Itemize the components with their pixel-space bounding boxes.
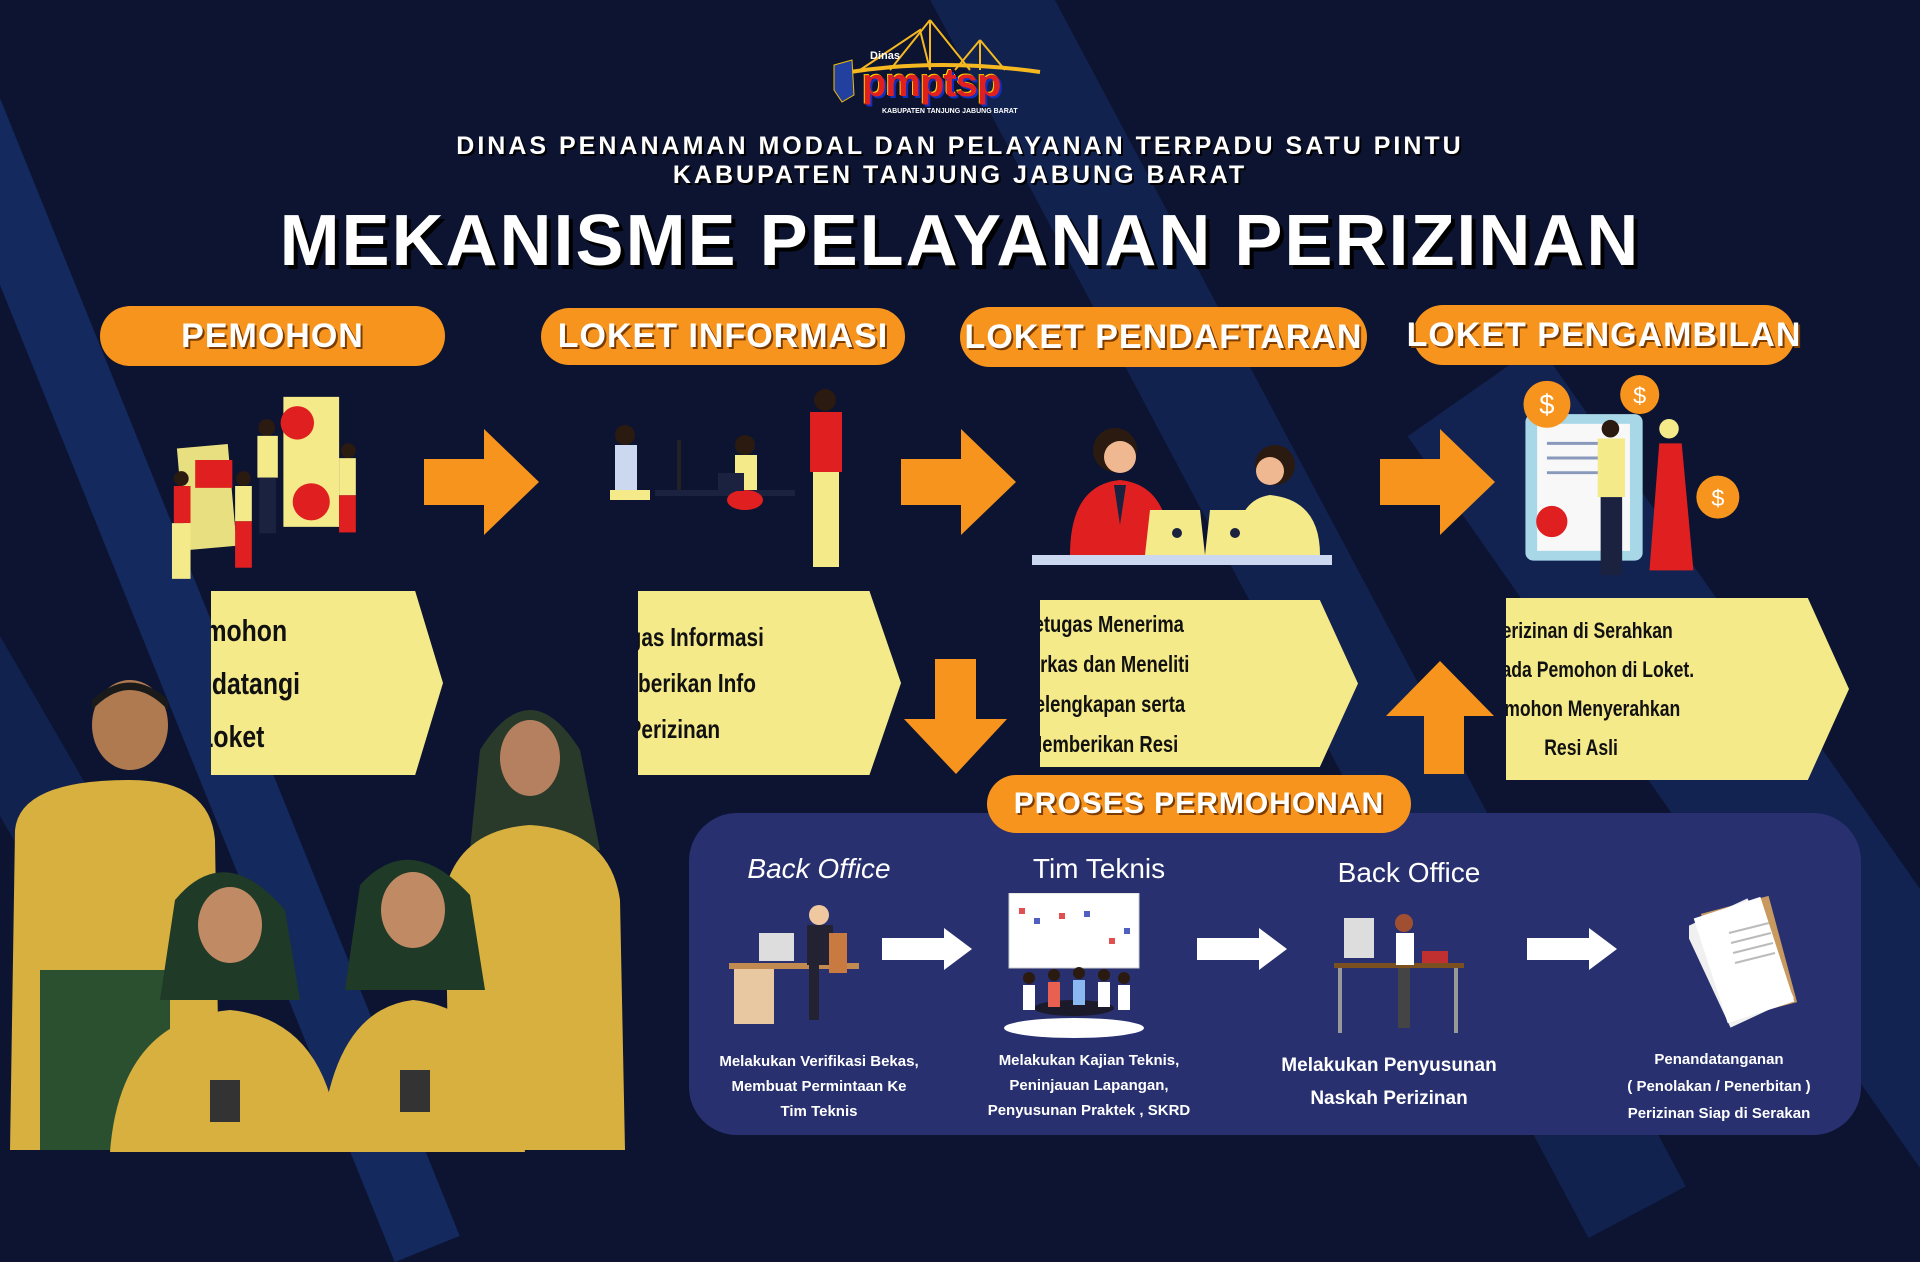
desc-line: Pemohon Menyerahkan: [1482, 696, 1681, 721]
arrow-right-icon: [901, 429, 1016, 535]
stage-desc: Melakukan Kajian Teknis, Peninjauan Lapa…: [959, 1048, 1219, 1123]
desc-line: Membuat Permintaan Ke: [731, 1078, 907, 1095]
logo-brand-text: pmptsp: [862, 61, 1001, 105]
desc-line: ( Penolakan / Penerbitan ): [1627, 1078, 1811, 1095]
back-office-man-icon: [729, 905, 859, 1024]
stage-desc: Penandatanganan ( Penolakan / Penerbitan…: [1589, 1046, 1849, 1127]
header-line2: KABUPATEN TANJUNG JABUNG BARAT: [672, 161, 1248, 189]
header-line1: DINAS PENANAMAN MODAL DAN PELAYANAN TERP…: [456, 132, 1464, 160]
desc-line: Penyusunan Praktek , SKRD: [987, 1102, 1191, 1119]
step-label-pemohon: PEMOHON: [100, 306, 445, 366]
stage-desc: Melakukan Penyusunan Naskah Perizinan: [1269, 1049, 1509, 1115]
step-desc-pemohon: Pemohon Mendatangi Loket: [211, 591, 443, 775]
desc-line: Perizinan di Serahkan: [1490, 618, 1673, 643]
page-title: MEKANISME PELAYANAN PERIZINAN: [279, 201, 1641, 281]
desc-line: Perizinan Siap di Serakan: [1627, 1105, 1811, 1122]
stage-title: Tim Teknis: [1032, 853, 1166, 884]
arrow-down-icon: [904, 659, 1007, 774]
arrow-up-icon: [1386, 661, 1494, 774]
stage-desc: Melakukan Verifikasi Bekas, Membuat Perm…: [689, 1049, 949, 1124]
desc-line: Petugas Informasi: [583, 622, 764, 652]
arrow-right-icon: [424, 429, 539, 535]
stage-title: Back Office: [1337, 857, 1481, 888]
svg-text:$: $: [1539, 389, 1554, 420]
desc-line: Kepada Pemohon di Loket.: [1468, 657, 1695, 682]
desc-line: Resi Asli: [1544, 735, 1619, 760]
info-desk-illustration: [610, 389, 842, 567]
arrow-right-icon: [1197, 928, 1287, 970]
desc-line: Petugas Menerima: [1021, 610, 1185, 637]
desc-line: Naskah Perizinan: [1310, 1088, 1468, 1109]
desc-line: Melakukan Kajian Teknis,: [998, 1052, 1180, 1069]
desc-line: Kelengkapan serta: [1021, 690, 1185, 717]
desc-line: Tim Teknis: [780, 1103, 858, 1120]
process-panel: Back Office Tim Teknis Back Office Melak…: [689, 813, 1861, 1135]
desc-line: Perizinan: [627, 714, 720, 744]
registration-desk-illustration: [1032, 428, 1332, 565]
desc-line: Berkas dan Meneliti: [1016, 650, 1190, 677]
logo-dinas-text: Dinas: [870, 50, 900, 62]
desc-line: Loket: [197, 718, 265, 754]
desc-line: Peninjauan Lapangan,: [1009, 1077, 1169, 1094]
signed-documents-icon: [1689, 895, 1798, 1028]
desc-line: Mendatangi: [162, 665, 300, 701]
desc-line: Pemohon: [174, 612, 288, 648]
step-label-loket-pengambilan: LOKET PENGAMBILAN: [1407, 305, 1800, 365]
staff-photo: [10, 680, 625, 1152]
step-desc-loket-pengambilan: Perizinan di Serahkan Kepada Pemohon di …: [1506, 598, 1849, 780]
arrow-right-icon: [882, 928, 972, 970]
step-label-loket-pendaftaran: LOKET PENDAFTARAN: [960, 307, 1367, 367]
arrow-right-icon: [1527, 928, 1617, 970]
applicant-illustration: [171, 396, 356, 579]
stage-title: Back Office: [747, 853, 891, 884]
back-office-woman-icon: [1334, 914, 1464, 1033]
desc-line: Penandatanganan: [1654, 1051, 1784, 1068]
logo: Dinas pmptsp KABUPATEN TANJUNG JABUNG BA…: [830, 10, 1045, 118]
desc-line: Memberikan Info: [590, 668, 757, 698]
desc-line: Melakukan Verifikasi Bekas,: [719, 1053, 919, 1070]
desc-line: Melakukan Penyusunan: [1281, 1055, 1497, 1076]
step-desc-loket-pendaftaran: Petugas Menerima Berkas dan Meneliti Kel…: [1040, 600, 1358, 767]
process-label: PROSES PERMOHONAN: [987, 775, 1411, 833]
step-label-loket-informasi: LOKET INFORMASI: [541, 308, 905, 365]
logo-caption: KABUPATEN TANJUNG JABUNG BARAT: [882, 108, 1018, 115]
svg-text:$: $: [1633, 382, 1646, 408]
pickup-illustration: $ $ $: [1523, 375, 1740, 576]
step-desc-loket-informasi: Petugas Informasi Memberikan Info Perizi…: [638, 591, 901, 775]
desc-line: Memberikan Resi: [1027, 730, 1179, 757]
arrow-right-icon: [1380, 429, 1495, 535]
technical-team-icon: [1004, 893, 1144, 1038]
svg-text:$: $: [1711, 485, 1724, 511]
